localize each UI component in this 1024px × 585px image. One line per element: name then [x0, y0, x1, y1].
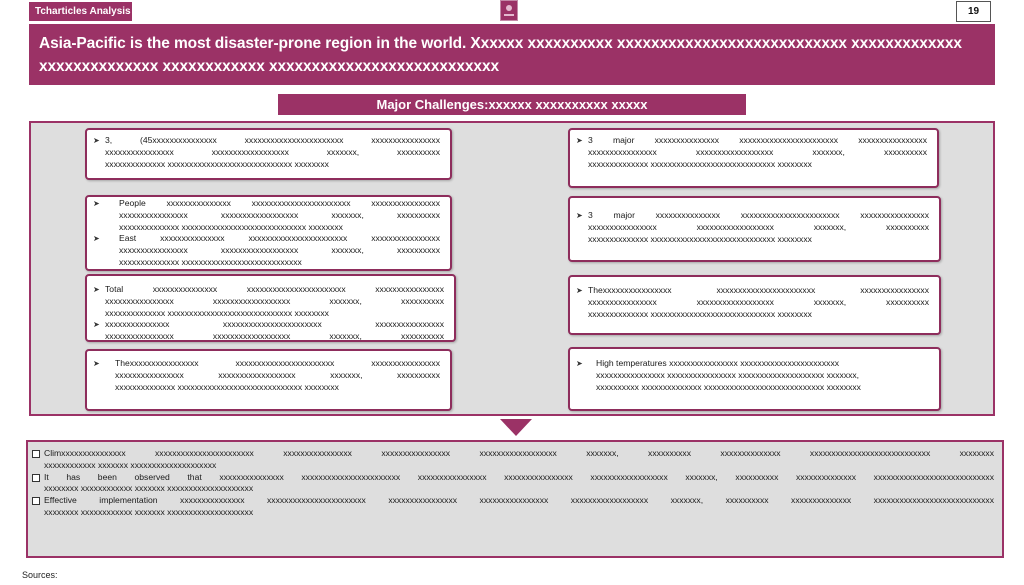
arrow-bullet-icon: ➤: [93, 320, 100, 330]
square-bullet-icon: [32, 473, 40, 482]
list-item: It has been observed that xxxxxxxxxxxxxx…: [32, 472, 994, 496]
square-bullet-icon: [32, 497, 40, 506]
arrow-bullet-icon: ➤: [93, 359, 100, 368]
list-item: ➤ East xxxxxxxxxxxxxxx xxxxxxxxxxxxxxxxx…: [93, 233, 440, 267]
section-subheading: Major Challenges:xxxxxx xxxxxxxxxx xxxxx: [278, 94, 746, 115]
arrow-bullet-icon: ➤: [576, 359, 583, 368]
list-item: ➤ 3, (45xxxxxxxxxxxxxxx xxxxxxxxxxxxxxxx…: [93, 135, 440, 169]
list-item: Effective implementation xxxxxxxxxxxxxxx…: [32, 495, 994, 519]
list-item: ➤ High temperatures xxxxxxxxxxxxxxxx xxx…: [576, 358, 861, 392]
list-item: ➤ Thexxxxxxxxxxxxxxxx xxxxxxxxxxxxxxxxxx…: [93, 358, 440, 392]
report-tag: Tcharticles Analysis: [29, 2, 132, 21]
challenge-card-7: ➤ Thexxxxxxxxxxxxxxxx xxxxxxxxxxxxxxxxxx…: [568, 275, 941, 335]
list-item: ➤ Thexxxxxxxxxxxxxxxx xxxxxxxxxxxxxxxxxx…: [576, 285, 929, 319]
square-bullet-icon: [32, 450, 40, 458]
sources-label: Sources:: [22, 570, 58, 580]
challenge-card-2: ➤ People xxxxxxxxxxxxxxx xxxxxxxxxxxxxxx…: [85, 195, 452, 271]
headline-line-2: xxxxxxxxxxxxxx xxxxxxxxxxxx xxxxxxxxxxxx…: [39, 58, 499, 75]
brand-logo-icon: [500, 0, 518, 21]
page-number: 19: [956, 1, 991, 22]
list-item: Climxxxxxxxxxxxxxxx xxxxxxxxxxxxxxxxxxxx…: [32, 448, 994, 472]
down-arrow-icon: [500, 419, 532, 436]
arrow-bullet-icon: ➤: [93, 136, 100, 145]
list-item: ➤ 3 major xxxxxxxxxxxxxxx xxxxxxxxxxxxxx…: [576, 135, 927, 169]
arrow-bullet-icon: ➤: [93, 234, 100, 244]
challenge-card-1: ➤ 3, (45xxxxxxxxxxxxxxx xxxxxxxxxxxxxxxx…: [85, 128, 452, 180]
arrow-bullet-icon: ➤: [576, 136, 583, 145]
challenge-card-3: ➤ Total xxxxxxxxxxxxxxx xxxxxxxxxxxxxxxx…: [85, 274, 456, 342]
conclusions-panel: Climxxxxxxxxxxxxxxx xxxxxxxxxxxxxxxxxxxx…: [26, 440, 1004, 558]
challenge-card-6: ➤ 3 major xxxxxxxxxxxxxxx xxxxxxxxxxxxxx…: [568, 196, 941, 262]
arrow-bullet-icon: ➤: [93, 199, 100, 208]
headline-line-1: Asia-Pacific is the most disaster-prone …: [39, 35, 962, 52]
arrow-bullet-icon: ➤: [576, 211, 583, 220]
list-item: ➤ People xxxxxxxxxxxxxxx xxxxxxxxxxxxxxx…: [93, 198, 440, 232]
list-item: ➤ xxxxxxxxxxxxxxx xxxxxxxxxxxxxxxxxxxxxx…: [93, 319, 444, 342]
arrow-bullet-icon: ➤: [576, 286, 583, 295]
list-item: ➤ Total xxxxxxxxxxxxxxx xxxxxxxxxxxxxxxx…: [93, 284, 444, 318]
list-item: ➤ 3 major xxxxxxxxxxxxxxx xxxxxxxxxxxxxx…: [576, 210, 929, 244]
headline-banner: Asia-Pacific is the most disaster-prone …: [29, 24, 995, 85]
challenge-card-5: ➤ 3 major xxxxxxxxxxxxxxx xxxxxxxxxxxxxx…: [568, 128, 939, 188]
arrow-bullet-icon: ➤: [93, 285, 100, 294]
challenge-card-8: ➤ High temperatures xxxxxxxxxxxxxxxx xxx…: [568, 347, 941, 411]
challenge-card-4: ➤ Thexxxxxxxxxxxxxxxx xxxxxxxxxxxxxxxxxx…: [85, 349, 452, 411]
